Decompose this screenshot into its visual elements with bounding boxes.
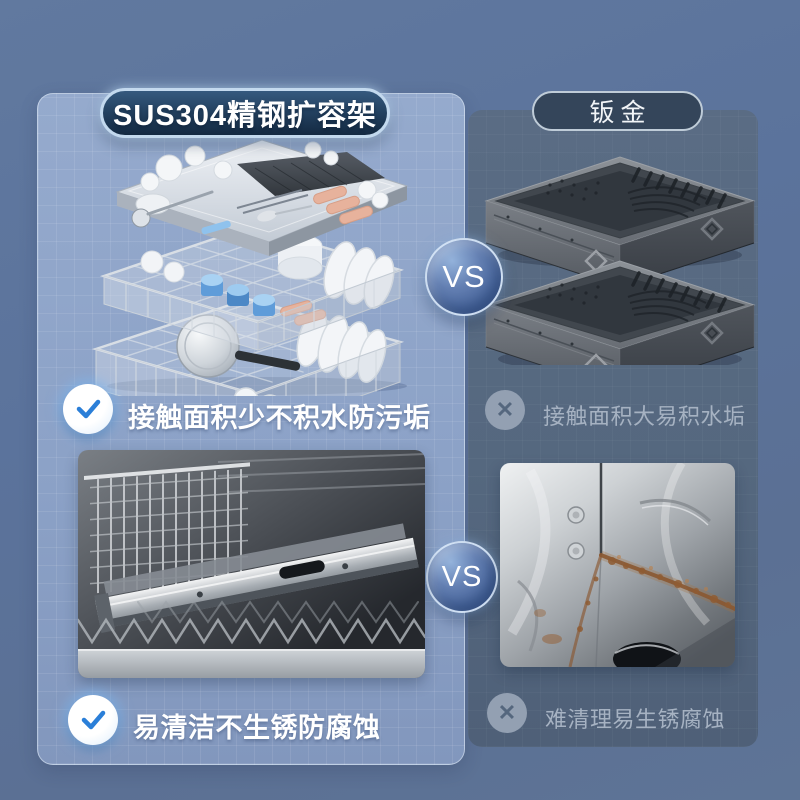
check-icon: [63, 384, 113, 434]
slide-rail-photo: [78, 450, 425, 678]
sheet-metal-product-image: [480, 143, 760, 365]
right-point-2: 难清理易生锈腐蚀: [545, 707, 726, 732]
rusted-metal-photo: [500, 463, 735, 667]
rust-stains: [534, 550, 735, 667]
rivets: [567, 506, 585, 560]
steel-rack-detail-photo: [78, 450, 425, 678]
vs-badge: VS: [425, 238, 503, 316]
sheet-metal-illustration: [484, 155, 756, 365]
right-point-1: 接触面积大易积水垢: [543, 404, 746, 429]
left-point-2: 易清洁不生锈防腐蚀: [133, 713, 381, 743]
right-product-title-pill: 钣金: [532, 91, 703, 131]
check-glyph: [81, 710, 106, 730]
check-icon: [68, 695, 118, 745]
steel-rack-illustration: [92, 139, 409, 396]
left-product-title-badge: SUS304精钢扩容架: [100, 88, 390, 138]
rust-photo: [500, 463, 735, 667]
cross-icon: ✕: [487, 693, 527, 733]
cross-icon: ✕: [485, 390, 525, 430]
steel-rack-product-image: [92, 128, 427, 396]
check-glyph: [76, 399, 101, 419]
vs-badge: VS: [426, 541, 498, 613]
left-point-1: 接触面积少不积水防污垢: [128, 403, 431, 433]
